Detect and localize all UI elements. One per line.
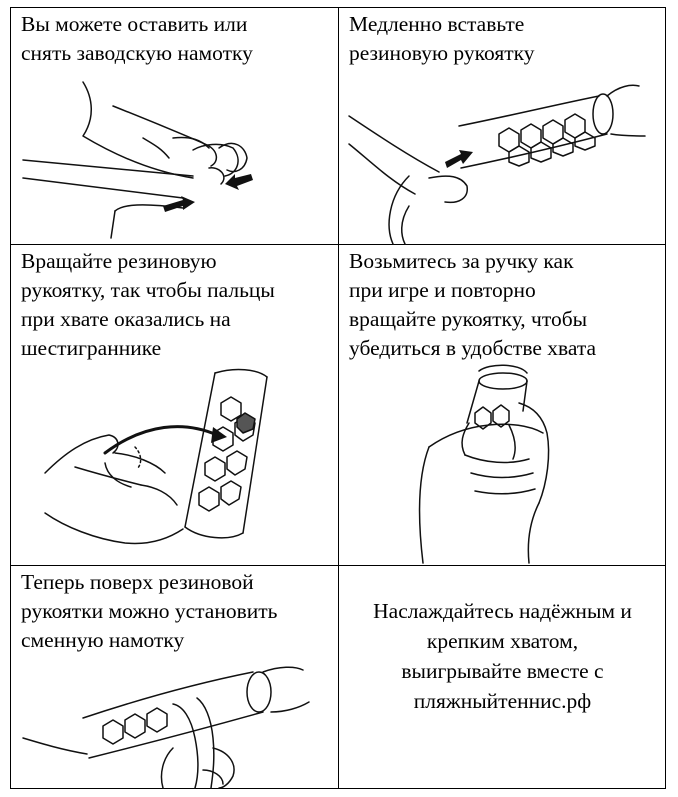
instruction-table: Вы можете оставить или снять заводскую н… (10, 7, 666, 789)
hand-removing-tape-illustration (23, 78, 323, 238)
step-3-cell: Вращайте резиновую рукоятку, так чтобы п… (11, 245, 338, 565)
step-5-cell: Теперь поверх резиновой рукоятки можно у… (11, 566, 338, 789)
step-4-caption: Возьмитесь за ручку как при игре и повто… (349, 247, 656, 363)
step-1-cell: Вы можете оставить или снять заводскую н… (11, 8, 338, 244)
hand-gripping-handle-illustration (409, 363, 609, 563)
hand-rotating-grip-illustration (45, 363, 305, 563)
step-2-cell: Медленно вставьте резиновую рукоятку (339, 8, 666, 244)
step-1-caption: Вы можете оставить или снять заводскую н… (21, 10, 328, 68)
step-6-cell: Наслаждайтесь надёжным и крепким хватом,… (339, 566, 666, 789)
hand-inserting-rubber-grip-illustration (349, 76, 659, 244)
step-5-caption: Теперь поверх резиновой рукоятки можно у… (21, 568, 328, 655)
hand-wrapping-overgrip-illustration (23, 658, 323, 788)
step-3-caption: Вращайте резиновую рукоятку, так чтобы п… (21, 247, 328, 363)
step-6-caption: Наслаждайтесь надёжным и крепким хватом,… (339, 596, 666, 716)
step-4-cell: Возьмитесь за ручку как при игре и повто… (339, 245, 666, 565)
step-2-caption: Медленно вставьте резиновую рукоятку (349, 10, 656, 68)
